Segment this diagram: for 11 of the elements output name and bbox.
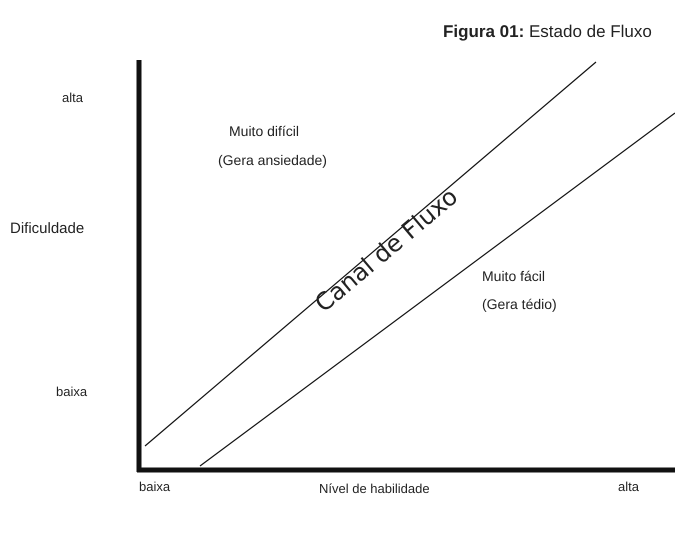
region-label: (Gera tédio) — [482, 296, 557, 313]
axis-tick-label: baixa — [56, 384, 88, 400]
axis-tick-label: alta — [62, 90, 83, 106]
axis-tick-label: baixa — [139, 479, 170, 495]
axis-title: Nível de habilidade — [319, 481, 430, 497]
axis-title: Dificuldade — [10, 220, 84, 238]
figure-title: Figura 01: Estado de Fluxo — [443, 22, 652, 42]
region-label: Muito difícil — [229, 123, 300, 140]
region-label: Muito fácil — [482, 268, 546, 285]
axis-tick-label: alta — [618, 479, 639, 495]
region-label: (Gera ansiedade) — [218, 152, 327, 169]
